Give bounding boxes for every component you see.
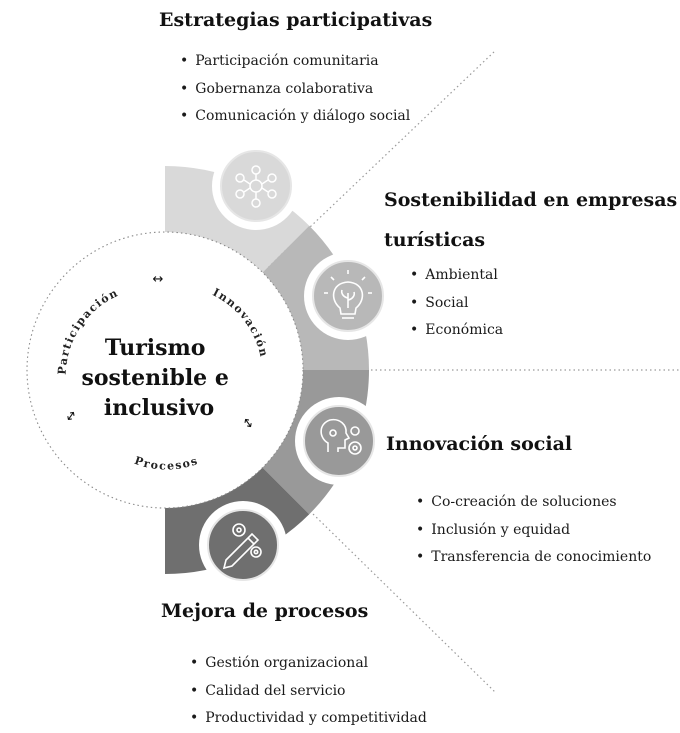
cycle-arrow-icon: ↔	[153, 272, 164, 287]
center-title-line-1: Turismo	[105, 335, 206, 361]
network-people-icon	[235, 165, 277, 208]
section-title-sustainability: Sostenibilidad en empresas turísticas	[384, 189, 678, 251]
section-title-process-improvement: Mejora de procesos	[161, 600, 369, 622]
section-list-sustainability: Ambiental Social Económica	[410, 262, 503, 345]
list-item: Transferencia de conocimiento	[416, 544, 651, 572]
list-item: Económica	[410, 317, 503, 345]
list-item: Comunicación y diálogo social	[180, 103, 410, 131]
center-title: Turismo sostenible e inclusivo	[81, 335, 236, 421]
section-title-social-innovation: Innovación social	[386, 433, 573, 455]
icon-badge-fill	[303, 405, 375, 477]
list-item: Gobernanza colaborativa	[180, 76, 410, 104]
icon-badge-fill	[207, 509, 279, 581]
divider-line-3	[267, 469, 496, 693]
ring-label-processes: Procesos	[133, 454, 200, 473]
list-item: Social	[410, 290, 503, 318]
list-item: Gestión organizacional	[190, 650, 427, 678]
section-list-process-improvement: Gestión organizacional Calidad del servi…	[190, 650, 427, 733]
center-title-line-3: inclusivo	[104, 395, 214, 421]
list-item: Ambiental	[410, 262, 503, 290]
center-disc	[27, 232, 303, 508]
section-list-participatory-strategies: Participación comunitaria Gobernanza col…	[180, 48, 410, 131]
section-list-social-innovation: Co-creación de soluciones Inclusión y eq…	[416, 489, 651, 572]
list-item: Participación comunitaria	[180, 48, 410, 76]
list-item: Co-creación de soluciones	[416, 489, 651, 517]
center-title-line-2: sostenible e	[81, 365, 228, 391]
list-item: Productividad y competitividad	[190, 705, 427, 733]
divider-line-1	[267, 49, 497, 268]
center-dotted-outline	[26, 231, 304, 509]
pencil-gears-icon	[222, 523, 262, 570]
list-item: Inclusión y equidad	[416, 517, 651, 545]
icon-badge-fill	[220, 150, 292, 222]
head-gears-icon	[320, 418, 362, 455]
lightbulb-plant-icon	[324, 270, 372, 319]
list-item: Calidad del servicio	[190, 678, 427, 706]
section-title-participatory-strategies: Estrategias participativas	[159, 9, 433, 31]
